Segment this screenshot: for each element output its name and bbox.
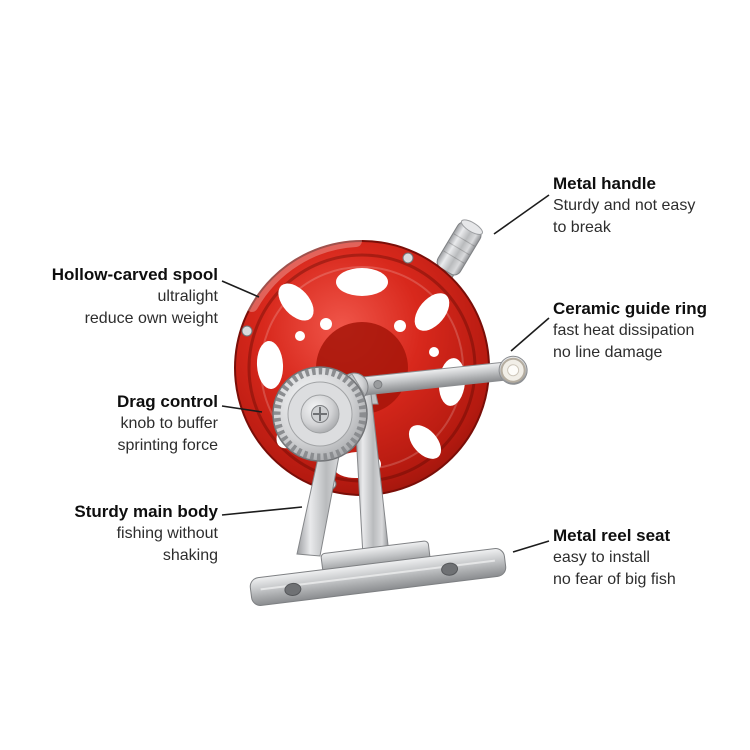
leader-lines xyxy=(221,194,550,553)
leader-line-hollow-carved-spool xyxy=(221,280,260,298)
callout-subtitle-line: fishing without xyxy=(116,525,218,542)
callout-title: Hollow-carved spool xyxy=(51,265,218,284)
callout-subtitle-line: sprinting force xyxy=(117,437,219,454)
callout-title: Drag control xyxy=(116,392,218,411)
callout-title: Metal handle xyxy=(553,174,656,193)
callout-subtitle-line: no line damage xyxy=(553,344,663,361)
callout-subtitle-line: easy to install xyxy=(553,549,650,566)
callout-subtitle-line: knob to buffer xyxy=(120,415,218,432)
callout-metal-reel-seat: Metal reel seat easy to install no fear … xyxy=(553,524,743,591)
callout-subtitle-line: shaking xyxy=(162,547,218,564)
callout-subtitle-line: ultralight xyxy=(157,288,218,305)
callout-hollow-carved-spool: Hollow-carved spool ultralight reduce ow… xyxy=(8,263,218,330)
callout-drag-control: Drag control knob to buffer sprinting fo… xyxy=(18,390,218,457)
callout-subtitle-line: Sturdy and not easy xyxy=(553,197,696,214)
callout-title: Sturdy main body xyxy=(74,502,218,521)
callout-subtitle-line: to break xyxy=(553,219,611,236)
reel-seat xyxy=(249,540,507,606)
leader-line-ceramic-guide-ring xyxy=(510,317,550,352)
callout-subtitle-line: no fear of big fish xyxy=(553,571,676,588)
callout-title: Metal reel seat xyxy=(553,526,671,545)
leader-line-metal-handle xyxy=(493,194,550,235)
leader-line-metal-reel-seat xyxy=(512,540,550,553)
leader-line-drag-control xyxy=(221,405,263,413)
callout-metal-handle: Metal handle Sturdy and not easy to brea… xyxy=(553,172,738,239)
leader-line-sturdy-main-body xyxy=(221,506,303,516)
callout-ceramic-guide-ring: Ceramic guide ring fast heat dissipation… xyxy=(553,297,743,364)
callout-subtitle-line: fast heat dissipation xyxy=(553,322,695,339)
callout-subtitle-line: reduce own weight xyxy=(84,310,218,327)
drag-control-knob xyxy=(272,366,368,462)
callout-sturdy-main-body: Sturdy main body fishing without shaking xyxy=(8,500,218,567)
callout-title: Ceramic guide ring xyxy=(553,299,707,318)
